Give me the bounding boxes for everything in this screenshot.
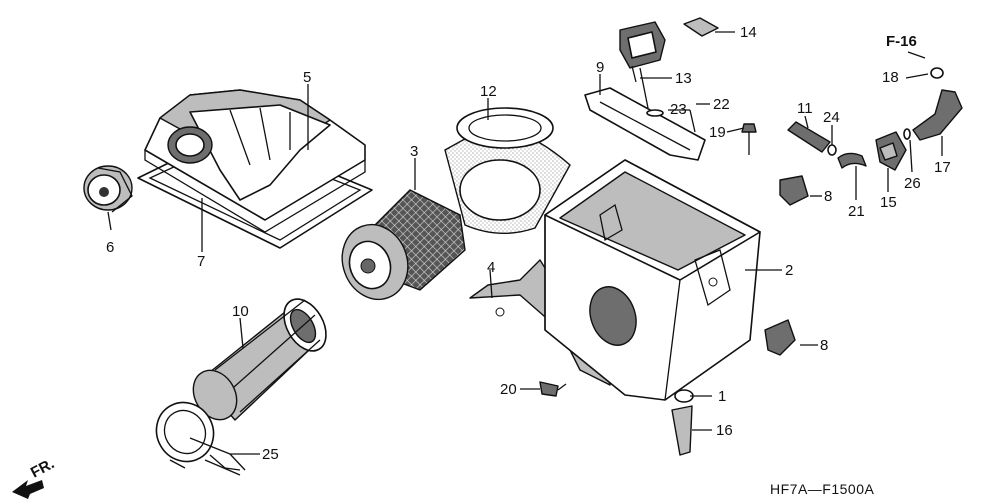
front-label: FR. — [28, 455, 57, 481]
callout-21: 21 — [848, 203, 865, 220]
callout-10: 10 — [232, 303, 249, 320]
part-18-clip — [930, 67, 944, 79]
part-10-connecting-tube — [192, 298, 327, 421]
callout-25: 25 — [262, 446, 279, 463]
callout-6: 6 — [106, 239, 114, 256]
part-2-air-cleaner-case — [544, 159, 761, 401]
callout-9: 9 — [596, 59, 604, 76]
callout-23: 23 — [670, 101, 687, 118]
part-17-hose — [912, 89, 963, 141]
part-19-bolt — [741, 123, 757, 155]
part-21-hose — [837, 152, 867, 169]
callout-24: 24 — [823, 109, 840, 126]
callout-2: 2 — [785, 262, 793, 279]
callout-3: 3 — [410, 143, 418, 160]
part-20-screw — [539, 381, 567, 397]
callout-18: 18 — [882, 69, 899, 86]
part-25-band-clamp — [155, 401, 241, 476]
part-9-strap — [584, 87, 706, 161]
ref-label-f16: F-16 — [886, 33, 917, 50]
callout-7: 7 — [197, 253, 205, 270]
drawing-code: HF7A—F1500A — [770, 481, 874, 497]
part-13-breather — [619, 21, 666, 109]
part-8-clamp-lower — [764, 319, 796, 356]
part-11-tube — [787, 121, 831, 153]
callout-13: 13 — [675, 70, 692, 87]
callout-1: 1 — [718, 388, 726, 405]
callout-4: 4 — [487, 259, 495, 276]
part-22-23-fasteners — [646, 109, 696, 133]
callout-8b: 8 — [820, 337, 828, 354]
callout-12: 12 — [480, 83, 497, 100]
callout-17: 17 — [934, 159, 951, 176]
front-arrow-icon — [12, 480, 44, 499]
callout-22: 22 — [713, 96, 730, 113]
part-15-separator — [875, 131, 907, 171]
callout-20: 20 — [500, 381, 517, 398]
part-5-case-cover — [144, 89, 366, 233]
part-26-clip — [903, 128, 911, 140]
callout-11: 11 — [797, 100, 813, 117]
part-16-drain-tube — [671, 405, 693, 456]
callout-5: 5 — [303, 69, 311, 86]
callout-19: 19 — [709, 124, 726, 141]
part-12-foam-element — [444, 107, 571, 235]
part-24-clip — [827, 144, 837, 156]
callout-14: 14 — [740, 24, 757, 41]
callout-16: 16 — [716, 422, 733, 439]
part-3-filter-element — [341, 189, 466, 301]
part-8-clamp-upper — [779, 175, 809, 206]
callout-8a: 8 — [824, 188, 832, 205]
callout-26: 26 — [904, 175, 921, 192]
callout-15: 15 — [880, 194, 897, 211]
part-14-pad — [683, 17, 719, 37]
callout-labels: 5 6 7 3 12 10 4 9 13 14 23 22 19 2 11 24… — [28, 24, 951, 497]
part-6-cap — [83, 165, 133, 213]
leader-lines — [107, 31, 943, 471]
